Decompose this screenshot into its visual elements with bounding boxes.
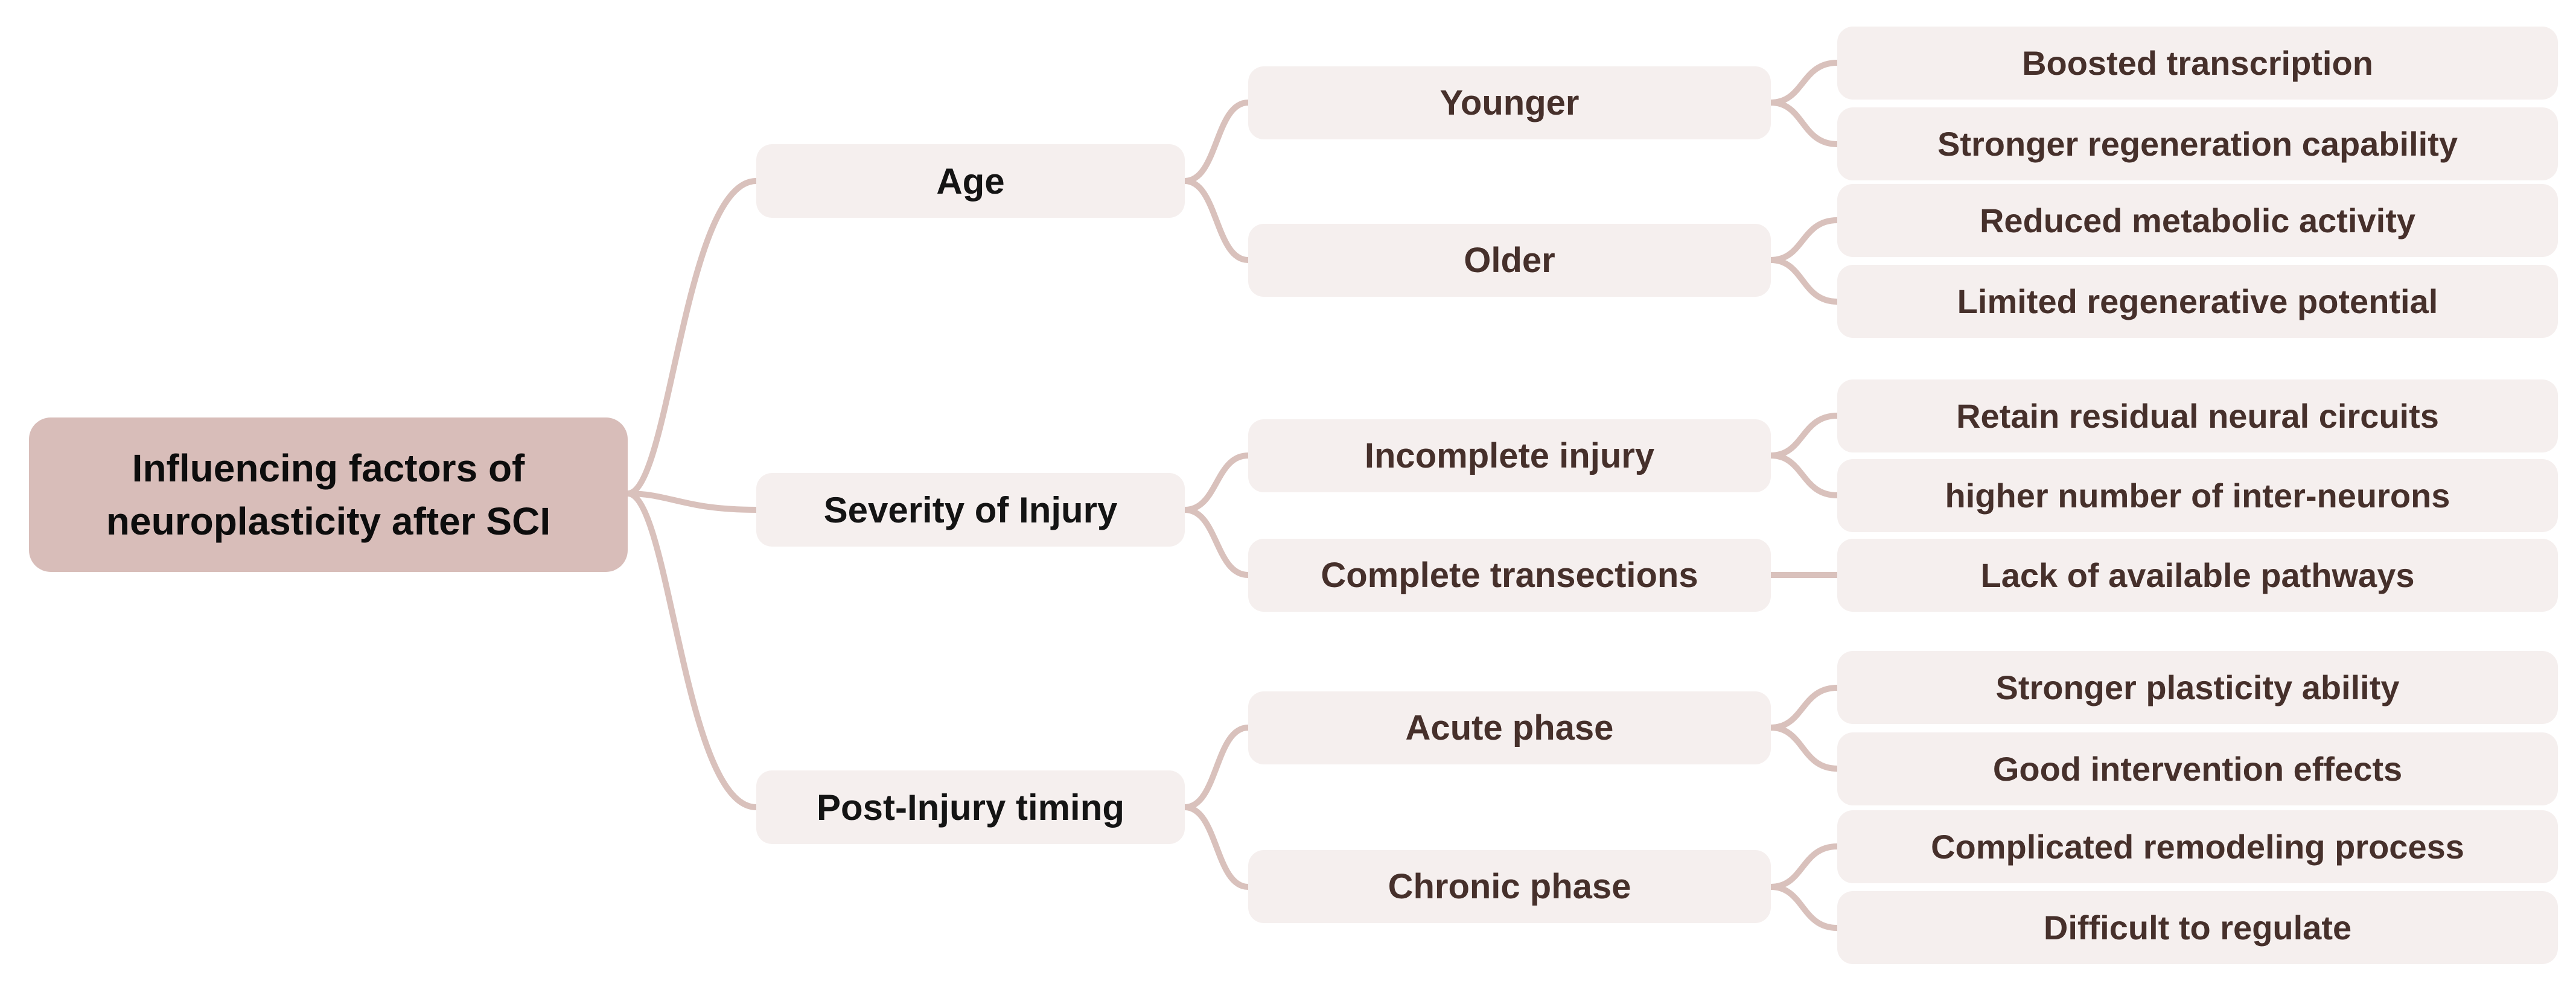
connector-chronic-leaf1 — [1768, 843, 1840, 890]
branch-node-age: Age — [756, 144, 1185, 218]
branch-node-post-injury-timing: Post-Injury timing — [756, 770, 1185, 844]
root-node: Influencing factors of neuroplasticity a… — [29, 417, 628, 572]
subnode-younger: Younger — [1248, 66, 1771, 139]
leaf-higher-number-of-inter-neurons: higher number of inter-neurons — [1837, 459, 2558, 532]
connector-chronic-leaf2 — [1768, 884, 1840, 931]
subnode-older: Older — [1248, 224, 1771, 297]
connector-younger-leaf1 — [1768, 60, 1840, 106]
leaf-stronger-plasticity-ability: Stronger plasticity ability — [1837, 651, 2558, 724]
connector-postinjury-chronic — [1182, 804, 1251, 890]
leaf-complicated-remodeling-process: Complicated remodeling process — [1837, 810, 2558, 883]
connector-postinjury-acute — [1182, 725, 1251, 810]
connector-severity-incomplete — [1182, 452, 1251, 513]
connector-root-severity — [625, 490, 759, 513]
connector-age-older — [1182, 178, 1251, 263]
leaf-difficult-to-regulate: Difficult to regulate — [1837, 891, 2558, 964]
connector-acute-leaf1 — [1768, 685, 1840, 731]
subnode-incomplete-injury: Incomplete injury — [1248, 419, 1771, 492]
subnode-complete-transections: Complete transections — [1248, 539, 1771, 612]
connector-younger-leaf2 — [1768, 100, 1840, 147]
connector-severity-complete — [1182, 507, 1251, 578]
connector-older-leaf2 — [1768, 257, 1840, 305]
leaf-reduced-metabolic-activity: Reduced metabolic activity — [1837, 184, 2558, 257]
connector-root-postinjury — [625, 490, 759, 810]
connector-incomplete-leaf1 — [1768, 413, 1840, 459]
leaf-good-intervention-effects: Good intervention effects — [1837, 732, 2558, 805]
leaf-limited-regenerative-potential: Limited regenerative potential — [1837, 265, 2558, 338]
connector-incomplete-leaf2 — [1768, 452, 1840, 498]
leaf-stronger-regeneration-capability: Stronger regeneration capability — [1837, 107, 2558, 180]
subnode-acute-phase: Acute phase — [1248, 691, 1771, 764]
connector-age-younger — [1182, 100, 1251, 184]
leaf-retain-residual-neural-circuits: Retain residual neural circuits — [1837, 379, 2558, 452]
connector-acute-leaf2 — [1768, 725, 1840, 772]
subnode-chronic-phase: Chronic phase — [1248, 850, 1771, 923]
branch-node-severity-of-injury: Severity of Injury — [756, 473, 1185, 547]
connector-root-age — [625, 178, 759, 497]
connector-older-leaf1 — [1768, 217, 1840, 263]
leaf-lack-of-available-pathways: Lack of available pathways — [1837, 539, 2558, 612]
leaf-boosted-transcription: Boosted transcription — [1837, 27, 2558, 100]
